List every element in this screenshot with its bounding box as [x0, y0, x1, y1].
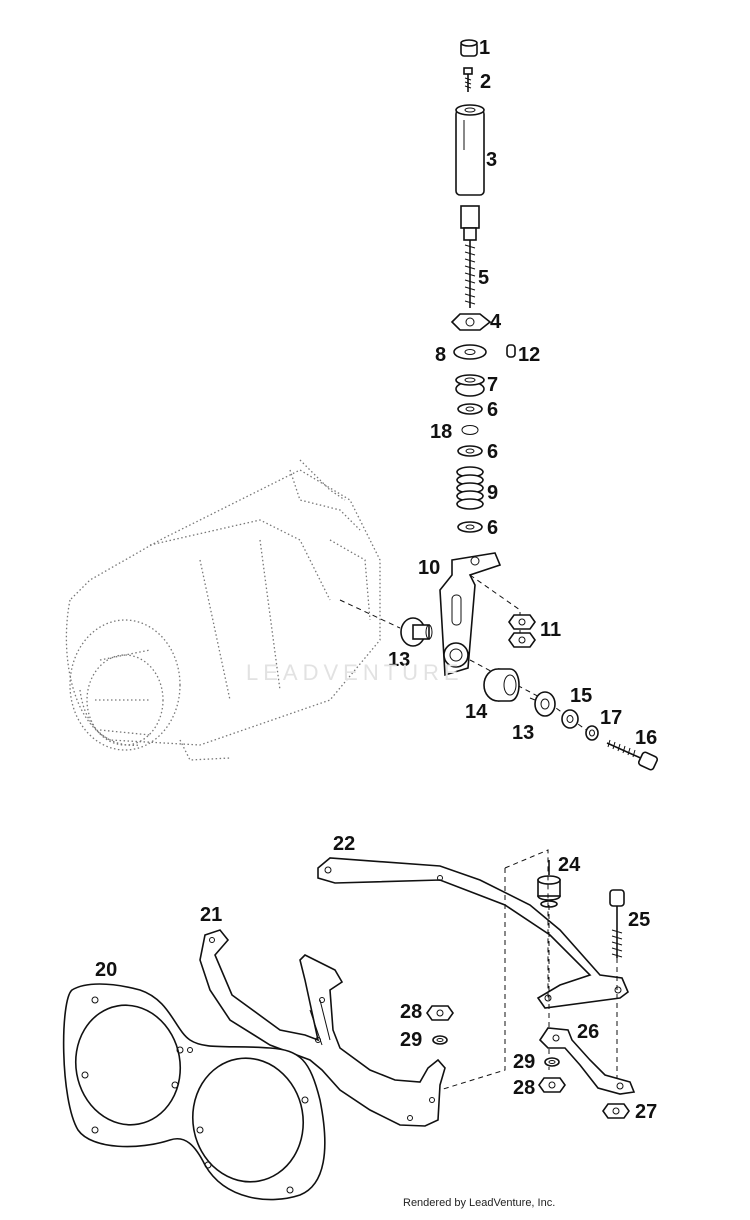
part-2-screw — [463, 67, 473, 92]
callout-21: 21 — [200, 904, 223, 926]
part-5-adjuster-bolt — [460, 205, 480, 308]
callout-15: 15 — [570, 685, 593, 707]
callout-8: 8 — [435, 344, 447, 366]
callout-26: 26 — [577, 1021, 600, 1043]
part-14-bushing — [483, 668, 520, 702]
callout-27: 27 — [635, 1101, 658, 1123]
part-16-bolt — [606, 739, 659, 771]
callout-28-left: 28 — [400, 1001, 423, 1023]
part-10-bracket — [439, 552, 502, 677]
callout-24: 24 — [558, 854, 581, 876]
callout-9: 9 — [487, 482, 499, 504]
part-8-washer — [453, 344, 487, 360]
leader-line — [469, 574, 521, 640]
callout-25: 25 — [628, 909, 651, 931]
part-12-pin — [506, 344, 516, 358]
callout-3: 3 — [486, 149, 498, 171]
leader-line — [439, 868, 506, 1091]
leader-line — [504, 849, 549, 1000]
callout-17: 17 — [600, 707, 623, 729]
part-17-spring-washer — [585, 725, 599, 741]
part-28-nut-right — [538, 1077, 566, 1093]
watermark-logo: LEADVENTURE — [246, 660, 464, 685]
part-25-bolt — [609, 889, 625, 958]
part-9-spring — [456, 466, 484, 510]
footer-credit: Rendered by LeadVenture, Inc. — [403, 1197, 556, 1209]
callout-7: 7 — [487, 374, 499, 396]
part-18-clip — [461, 425, 479, 435]
callout-13-left: 13 — [388, 649, 411, 671]
part-6-washer-mid — [457, 445, 483, 457]
callout-1: 1 — [479, 37, 491, 59]
callout-29-right: 29 — [513, 1051, 536, 1073]
callout-13-right: 13 — [512, 722, 535, 744]
callout-11: 11 — [540, 619, 562, 641]
part-7-bushing — [455, 374, 485, 397]
part-15-washer — [561, 709, 579, 729]
callout-22: 22 — [333, 833, 356, 855]
callout-10: 10 — [418, 557, 441, 579]
callout-20: 20 — [95, 959, 118, 981]
callout-4: 4 — [490, 311, 502, 333]
part-11-nuts — [508, 614, 536, 648]
callout-5: 5 — [478, 267, 490, 289]
part-6-washer-top — [457, 403, 483, 415]
part-27-nut — [602, 1103, 630, 1119]
part-22-strap — [317, 857, 629, 1009]
callout-6-bottom: 6 — [487, 517, 499, 539]
callout-6-mid: 6 — [487, 441, 499, 463]
part-13-spacer-right — [529, 691, 556, 717]
part-29-washer-right — [544, 1057, 560, 1067]
callout-18: 18 — [430, 421, 453, 443]
callout-2: 2 — [480, 71, 492, 93]
part-3-sleeve — [455, 104, 485, 196]
part-1-cap — [460, 39, 478, 57]
part-21-heat-shield-bracket — [199, 929, 446, 1127]
part-6-washer-bottom — [457, 521, 483, 533]
engine-ghost-outline — [65, 459, 381, 761]
part-28-nut-left — [426, 1005, 454, 1021]
part-24-rubber-mount — [537, 860, 561, 908]
part-4-lock-plate — [450, 313, 492, 331]
callout-6-top: 6 — [487, 399, 499, 421]
part-13-spacer-left — [400, 617, 433, 647]
callout-28-right: 28 — [513, 1077, 536, 1099]
part-20-gasket — [62, 983, 326, 1201]
callout-14: 14 — [465, 701, 488, 723]
callout-16: 16 — [635, 727, 658, 749]
callout-29-left: 29 — [400, 1029, 423, 1051]
callout-12: 12 — [518, 344, 541, 366]
part-29-washer-left — [432, 1035, 448, 1045]
part-26-clamp — [538, 1027, 636, 1095]
leader-line — [339, 599, 401, 629]
